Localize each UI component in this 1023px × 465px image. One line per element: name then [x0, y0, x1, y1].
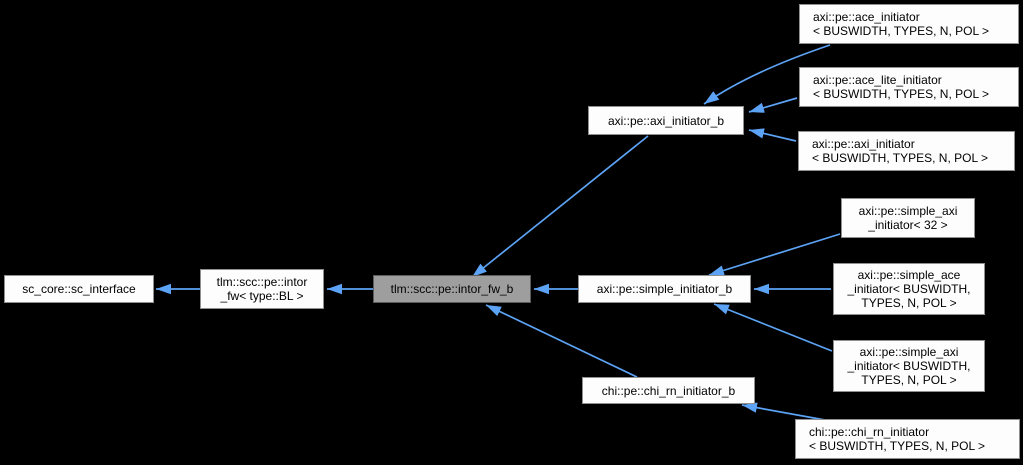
node-chi-pe-chi-rn-initiator[interactable]: chi::pe::chi_rn_initiator < BUSWIDTH, TY…: [795, 419, 1020, 459]
node-label: axi::pe::ace_initiator < BUSWIDTH, TYPES…: [813, 10, 990, 38]
node-label: axi::pe::simple_ace _initiator< BUSWIDTH…: [847, 268, 971, 310]
edge-chi-rn-initiator-to-chi-rn-initiator-b: [741, 402, 826, 421]
node-label: axi::pe::simple_axi _initiator< 32 >: [858, 204, 958, 232]
node-chi-pe-chi-rn-initiator-b[interactable]: chi::pe::chi_rn_initiator_b: [582, 377, 755, 404]
node-sc-core-sc-interface[interactable]: sc_core::sc_interface: [4, 275, 154, 303]
edge-simple-axi-initiator-32-to-simple-initiator-b: [708, 233, 841, 276]
node-axi-pe-ace-initiator[interactable]: axi::pe::ace_initiator < BUSWIDTH, TYPES…: [799, 4, 1019, 44]
node-label: tlm::scc::pe::intor _fw< type::BL >: [216, 275, 308, 303]
edge-simple-axi-initiator-to-simple-initiator-b: [713, 303, 833, 352]
node-axi-pe-simple-axi-initiator[interactable]: axi::pe::simple_axi _initiator< BUSWIDTH…: [833, 340, 985, 392]
node-label: axi::pe::axi_initiator < BUSWIDTH, TYPES…: [812, 137, 989, 165]
node-tlm-scc-pe-intor-fw-b-current: tlm::scc::pe::intor_fw_b: [373, 275, 531, 303]
node-axi-pe-simple-axi-initiator-32[interactable]: axi::pe::simple_axi _initiator< 32 >: [841, 198, 975, 238]
edge-axi-initiator-to-axi-initiator-b: [748, 128, 797, 142]
edge-chi-rn-initiator-b-to-intor-fw-b: [485, 304, 638, 378]
node-label: tlm::scc::pe::intor_fw_b: [390, 282, 514, 296]
node-label: axi::pe::simple_initiator_b: [596, 282, 733, 296]
edge-axi-initiator-b-to-intor-fw-b: [471, 135, 649, 278]
node-label: chi::pe::chi_rn_initiator < BUSWIDTH, TY…: [809, 425, 986, 453]
node-label: axi::pe::simple_axi _initiator< BUSWIDTH…: [847, 345, 971, 387]
node-label: sc_core::sc_interface: [22, 282, 136, 296]
edge-ace-initiator-to-axi-initiator-b: [703, 44, 831, 105]
node-label: axi::pe::ace_lite_initiator < BUSWIDTH, …: [813, 73, 990, 101]
node-axi-pe-simple-initiator-b[interactable]: axi::pe::simple_initiator_b: [578, 275, 751, 303]
node-label: chi::pe::chi_rn_initiator_b: [601, 383, 736, 398]
node-axi-pe-axi-initiator-b[interactable]: axi::pe::axi_initiator_b: [588, 106, 744, 135]
node-tlm-scc-pe-intor-fw[interactable]: tlm::scc::pe::intor _fw< type::BL >: [200, 269, 324, 309]
node-axi-pe-simple-ace-initiator[interactable]: axi::pe::simple_ace _initiator< BUSWIDTH…: [833, 263, 985, 315]
node-label: axi::pe::axi_initiator_b: [607, 113, 725, 128]
node-axi-pe-ace-lite-initiator[interactable]: axi::pe::ace_lite_initiator < BUSWIDTH, …: [799, 67, 1019, 107]
edge-ace-lite-initiator-to-axi-initiator-b: [748, 97, 798, 113]
node-axi-pe-axi-initiator[interactable]: axi::pe::axi_initiator < BUSWIDTH, TYPES…: [798, 131, 1015, 171]
